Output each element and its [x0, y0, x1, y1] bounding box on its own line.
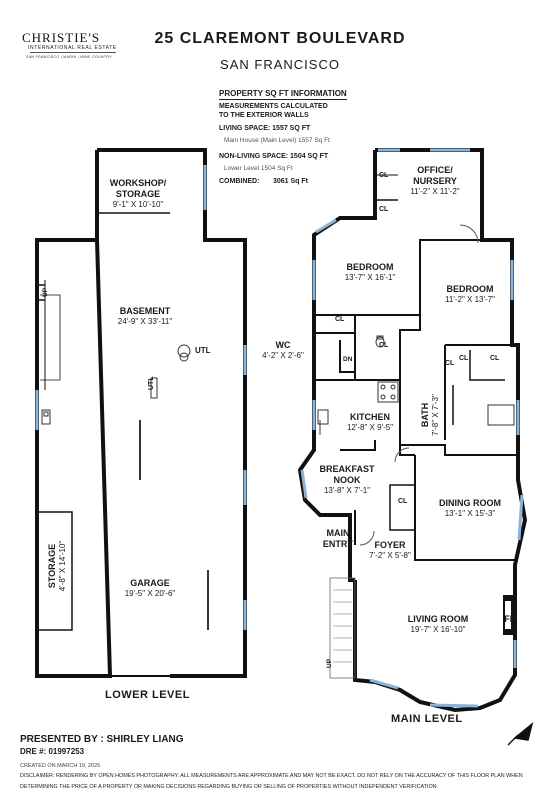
room-bedroom2-name: BEDROOM	[446, 284, 494, 294]
lower-level-fixtures	[41, 344, 209, 630]
room-wc-name: WC	[275, 340, 291, 350]
room-bath-dim: 7'-8" X 7'-3"	[431, 394, 440, 436]
info-combined-value: 3061 Sq Ft	[273, 178, 309, 185]
room-workshop-dim: 9'-1" X 10'-10"	[112, 200, 164, 209]
room-dining-dim: 13'-1" X 15'-3"	[444, 509, 496, 518]
room-bedroom1-dim: 13'-7" X 16'-1"	[344, 273, 396, 282]
stairs-down-label: DN	[343, 356, 353, 363]
presented-by: PRESENTED BY : SHIRLEY LIANG	[20, 734, 184, 745]
room-kitchen-dim: 12'-8" X 9'-5"	[346, 423, 394, 432]
closet-label-office-2: CL	[379, 206, 389, 213]
room-foyer-dim: 7'-2" X 5'-8"	[369, 551, 411, 560]
property-address: 25 CLAREMONT BOULEVARD	[154, 30, 406, 47]
room-dining: DINING ROOM 13'-1" X 15'-3"	[425, 498, 515, 519]
room-entry-name-line1: MAIN	[326, 528, 350, 538]
closet-label-hall: CL	[379, 342, 389, 349]
room-bedroom-2: BEDROOM 11'-2" X 13'-7"	[430, 284, 510, 305]
closet-label-bedroom1: CL	[335, 316, 345, 323]
room-garage-name: GARAGE	[130, 578, 170, 588]
room-bath-name: BATH	[420, 402, 430, 428]
room-office-dim: 11'-2" X 11'-2"	[410, 187, 460, 196]
room-storage: STORAGE 4'-8" X 14'-10"	[47, 534, 68, 598]
brand-tagline: INTERNATIONAL REAL ESTATE	[28, 45, 117, 51]
closet-label-office-1: CL	[379, 172, 389, 179]
closet-label-bedroom2-a: CL	[459, 355, 469, 362]
room-kitchen-name: KITCHEN	[350, 412, 390, 422]
lower-level-inner	[37, 212, 170, 631]
room-foyer: FOYER 7'-2" X 5'-8"	[362, 540, 418, 561]
brand-logo: CHRISTIE'S	[22, 30, 101, 45]
room-dining-name: DINING ROOM	[439, 498, 501, 508]
room-garage: GARAGE 19'-5" X 20'-6"	[100, 578, 200, 599]
closet-label-bedroom2-b: CL	[490, 355, 500, 362]
info-nonliving-label: NON-LIVING SPACE: 1504 SQ FT	[219, 153, 329, 160]
room-breakfast-nook: BREAKFAST NOOK 13'-8" X 7'-1"	[312, 464, 382, 496]
room-storage-dim: 4'-8" X 14'-10"	[58, 540, 67, 592]
room-workshop-storage: WORKSHOP/ STORAGE 9'-1" X 10'-10"	[98, 178, 178, 210]
room-bedroom2-dim: 11'-2" X 13'-7"	[445, 295, 495, 304]
north-arrow-icon	[507, 721, 534, 746]
room-entry-name-line2: ENTRY	[322, 539, 354, 549]
main-level-label: MAIN LEVEL	[391, 713, 463, 725]
room-office-name-line1: OFFICE/	[417, 165, 453, 175]
info-living-label: LIVING SPACE: 1557 SQ FT	[219, 125, 311, 132]
room-living: LIVING ROOM 19'-7" X 16'-10"	[393, 614, 483, 635]
dre-number: DRE #: 01997253	[20, 747, 85, 756]
room-main-entry: MAIN ENTRY	[318, 528, 358, 550]
room-utl-label-1: UTL	[195, 346, 211, 355]
lower-level-label: LOWER LEVEL	[105, 689, 190, 701]
room-kitchen: KITCHEN 12'-8" X 9'-5"	[338, 412, 402, 433]
room-living-name: LIVING ROOM	[407, 614, 469, 624]
info-combined-label: COMBINED:	[219, 178, 260, 185]
info-calc-line1: MEASUREMENTS CALCULATED	[219, 103, 328, 110]
room-bedroom1-name: BEDROOM	[346, 262, 394, 272]
fireplace-label: FP	[504, 614, 516, 624]
closet-label-bath: CL	[445, 360, 455, 367]
room-workshop-name-line1: WORKSHOP/	[109, 178, 167, 188]
stairs-up-label-lower: UP	[42, 287, 49, 297]
main-level-fixtures	[317, 224, 515, 679]
room-office-name-line2: NURSERY	[413, 176, 457, 186]
room-living-dim: 19'-7" X 16'-10"	[410, 625, 466, 634]
closet-label-dining: CL	[398, 498, 408, 505]
created-date: CREATED ON MARCH 19, 2026	[20, 763, 101, 769]
room-nook-dim: 13'-8" X 7'-1"	[323, 486, 371, 495]
room-foyer-name: FOYER	[374, 540, 406, 550]
main-level-inner	[314, 150, 518, 561]
room-basement: BASEMENT 24'-9" X 33'-11"	[95, 306, 195, 327]
room-wc: WC 4'-2" X 2'-6"	[258, 340, 308, 361]
lower-level-windows	[35, 165, 247, 630]
room-bedroom-1: BEDROOM 13'-7" X 16'-1"	[330, 262, 410, 283]
disclaimer: DISCLAIMER: RENDERING BY OPEN HOMES PHOT…	[20, 773, 523, 790]
room-basement-name: BASEMENT	[119, 306, 171, 316]
info-living-sub: Main House (Main Level) 1557 Sq Ft	[224, 137, 330, 144]
info-calc-line2: TO THE EXTERIOR WALLS	[219, 112, 309, 119]
info-nonliving-sub: Lower Level 1504 Sq Ft	[224, 165, 293, 172]
room-workshop-name-line2: STORAGE	[115, 189, 161, 199]
room-storage-name: STORAGE	[47, 543, 57, 589]
lower-level-walls	[35, 148, 247, 678]
room-office-nursery: OFFICE/ NURSERY 11'-2" X 11'-2"	[400, 165, 470, 197]
property-city: SAN FRANCISCO	[220, 57, 340, 72]
room-basement-dim: 24'-9" X 33'-11"	[117, 317, 173, 326]
brand-locations: SAN FRANCISCO | MARIN | WINE COUNTRY	[26, 55, 112, 59]
brand-divider	[30, 52, 116, 53]
room-nook-name-line2: NOOK	[333, 475, 361, 485]
room-wc-dim: 4'-2" X 2'-6"	[262, 351, 304, 360]
room-garage-dim: 19'-5" X 20'-6"	[124, 589, 176, 598]
room-bath: BATH 7'-8" X 7'-3"	[420, 390, 441, 440]
room-utl-label-2: UTL	[148, 376, 155, 390]
stairs-up-label-main: UP	[326, 658, 333, 668]
info-title: PROPERTY SQ FT INFORMATION	[219, 89, 347, 100]
room-nook-name-line1: BREAKFAST	[319, 464, 375, 474]
main-level-windows	[300, 148, 524, 708]
